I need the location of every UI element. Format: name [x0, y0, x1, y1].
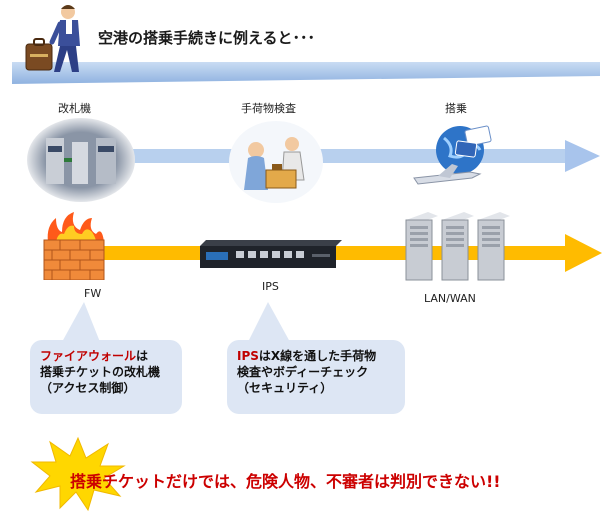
ips-callout-line3: （セキュリティ） [237, 381, 333, 395]
firewall-icon [43, 212, 105, 280]
fw-callout-highlight: ファイアウォール [40, 349, 137, 363]
warning-text: 搭乗チケットだけでは、危険人物、不審者は判別できない!! [70, 472, 501, 491]
stage-label-baggage: 手荷物検査 [241, 102, 296, 115]
stage-label-gate: 改札機 [58, 102, 91, 115]
header-bar [12, 62, 600, 84]
device-label-fw: FW [84, 287, 102, 300]
fw-callout-line2: 搭乗チケットの改札機 [40, 365, 161, 379]
device-label-lanwan: LAN/WAN [424, 292, 476, 305]
ips-callout: IPSはX線を通した手荷物 検査やボディーチェック （セキュリティ） [227, 340, 405, 414]
ips-callout-highlight: IPS [237, 349, 259, 363]
stage-label-boarding: 搭乗 [445, 102, 467, 115]
page-title: 空港の搭乗手続きに例えると･･･ [98, 29, 316, 47]
fw-callout-line1-rest: は [136, 349, 149, 363]
burst-icon [30, 436, 126, 512]
baggage-inspection-icon [229, 121, 323, 203]
callout-pointers [62, 302, 290, 342]
fw-callout-line3: （アクセス制御） [40, 381, 136, 395]
server-rack-icon [405, 212, 510, 281]
airplane-globe-icon [413, 125, 492, 185]
ips-callout-line1-rest: はX線を通した手荷物 [258, 349, 377, 363]
traveler-icon [25, 5, 80, 72]
ips-appliance-icon [200, 240, 342, 268]
ticket-gate-icon [27, 118, 135, 202]
ips-callout-line2: 検査やボディーチェック [237, 365, 369, 379]
device-label-ips: IPS [262, 280, 279, 293]
fw-callout: ファイアウォールは 搭乗チケットの改札機 （アクセス制御） [30, 340, 182, 414]
